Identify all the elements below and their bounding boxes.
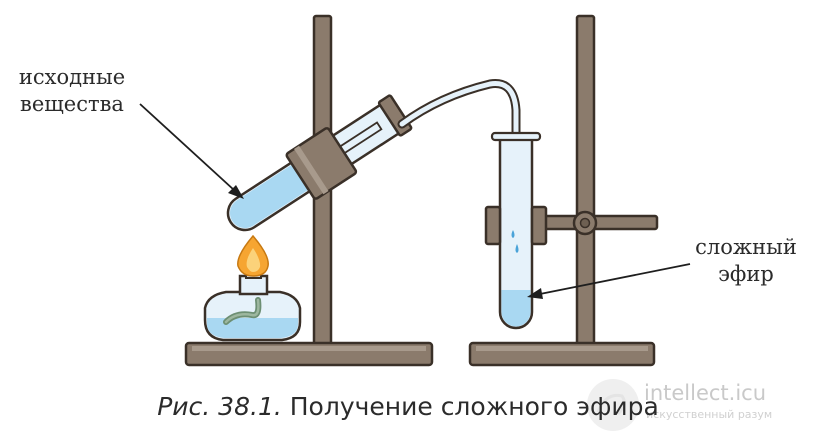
figure-number: Рис. 38.1. xyxy=(157,392,282,421)
watermark-tagline: искусственный разум xyxy=(646,408,773,421)
pointer-arrows xyxy=(139,103,691,299)
right-stand-rod xyxy=(575,14,596,348)
receiver-clamp-left xyxy=(484,205,502,246)
watermark-site: intellect.icu xyxy=(644,381,767,405)
label-ester-line1: сложный xyxy=(695,235,797,259)
label-reactants-line2: вещества xyxy=(20,92,124,116)
label-ester-line2: эфир xyxy=(718,262,774,286)
label-reactants: исходные вещества xyxy=(6,64,138,118)
droplet-1 xyxy=(511,230,515,238)
receiver-clamp-right xyxy=(530,205,548,246)
reaction-tube xyxy=(226,94,413,232)
arrow-head-ester xyxy=(527,288,543,299)
arrow-head-reactants xyxy=(228,185,244,199)
tube-clamp xyxy=(285,127,358,200)
figure-caption: Рис. 38.1. Получение сложного эфира xyxy=(0,392,816,421)
figure-title: Получение сложного эфира xyxy=(289,392,659,421)
watermark-logo xyxy=(587,379,639,431)
receiver-tube xyxy=(484,131,548,330)
spirit-lamp xyxy=(203,234,302,342)
left-stand xyxy=(184,14,434,367)
label-reactants-line1: исходные xyxy=(18,65,126,89)
label-ester: сложный эфир xyxy=(688,234,804,288)
right-stand xyxy=(468,14,659,367)
droplet-2 xyxy=(515,244,519,253)
